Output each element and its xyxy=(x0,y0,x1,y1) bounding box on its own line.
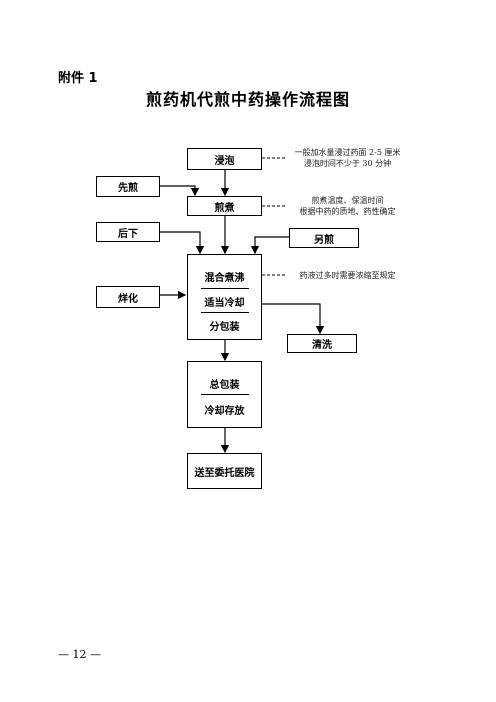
total-pack-label: 总包装 xyxy=(209,380,240,391)
arrow-later-add xyxy=(160,231,205,255)
mix-cool-pack-box: 混合煮沸 适当冷却 分包装 xyxy=(187,254,262,340)
decoct-note-line1: 煎煮温度、保温时间 xyxy=(311,196,384,205)
arrow-to-clean xyxy=(262,303,325,335)
page-title: 煎药机代煎中药操作流程图 xyxy=(145,90,350,109)
arrow-first-decoct xyxy=(160,185,200,197)
separate-decoct-box: 另煎 xyxy=(289,228,359,248)
decoct-box: 煎煮 xyxy=(187,196,262,216)
soak-note: 一般加水量浸过药面 2-5 厘米 浸泡时间不少于 30 分钟 xyxy=(285,147,410,169)
divider xyxy=(201,288,249,289)
cool-store-label: 冷却存放 xyxy=(204,406,245,417)
mix-boil-label: 混合煮沸 xyxy=(204,273,245,284)
decoct-note: 煎煮温度、保温时间 根据中药的质地、药性确定 xyxy=(285,195,410,217)
soak-note-line2: 浸泡时间不少于 30 分钟 xyxy=(303,159,392,168)
page-number: — 12 — xyxy=(58,648,101,661)
later-add-box: 后下 xyxy=(96,222,160,242)
deliver-box: 送至委托医院 xyxy=(187,453,262,489)
cool-label: 适当冷却 xyxy=(204,298,245,309)
soak-note-line1: 一般加水量浸过药面 2-5 厘米 xyxy=(294,148,401,157)
melt-box: 烊化 xyxy=(96,286,160,308)
mix-note-line1: 药液过多时需要浓缩至规定 xyxy=(299,271,396,280)
mix-note: 药液过多时需要浓缩至规定 xyxy=(285,270,410,281)
divider xyxy=(201,394,249,395)
pack-label: 分包装 xyxy=(209,322,240,333)
arrow-separate-decoct xyxy=(250,236,290,255)
first-decoct-box: 先煎 xyxy=(96,176,160,197)
total-pack-store-box: 总包装 冷却存放 xyxy=(187,361,262,428)
attachment-label: 附件 1 xyxy=(58,71,98,86)
decoct-note-line2: 根据中药的质地、药性确定 xyxy=(299,207,396,216)
divider xyxy=(201,312,249,313)
clean-box: 清洗 xyxy=(287,334,357,353)
soak-box: 浸泡 xyxy=(187,148,262,170)
